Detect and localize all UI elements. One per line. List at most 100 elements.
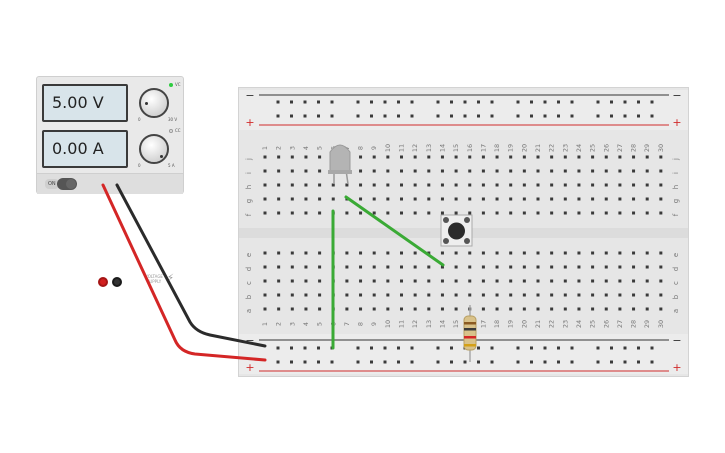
hole xyxy=(481,279,485,283)
hole xyxy=(536,307,540,311)
rail-hole xyxy=(397,360,400,364)
column-number-bottom: 8 xyxy=(357,322,365,326)
hole xyxy=(290,155,294,159)
column-number-bottom: 1 xyxy=(261,322,269,326)
breadboard-holes[interactable]: −−++−−++11223344556677889910101111121213… xyxy=(239,88,690,378)
column-number-top: 21 xyxy=(534,144,542,152)
hole xyxy=(468,211,472,215)
hole xyxy=(659,251,663,255)
hole xyxy=(400,169,403,173)
hole xyxy=(413,211,417,215)
hole xyxy=(509,293,513,297)
hole xyxy=(427,251,431,255)
column-number-top: 7 xyxy=(343,146,351,150)
hole xyxy=(645,279,649,283)
hole xyxy=(563,183,567,187)
voltage-min-label: 0 xyxy=(138,117,141,122)
rail-hole xyxy=(436,360,440,364)
column-number-bottom: 7 xyxy=(343,322,351,326)
hole xyxy=(413,265,417,269)
hole xyxy=(577,155,581,159)
column-number-bottom: 24 xyxy=(575,320,583,328)
on-label: ON xyxy=(45,179,59,189)
hole xyxy=(372,197,376,201)
hole xyxy=(604,293,608,297)
voltage-knob[interactable] xyxy=(139,88,169,118)
rail-hole xyxy=(530,114,533,118)
hole xyxy=(454,279,458,283)
rail-hole xyxy=(516,114,520,118)
hole xyxy=(522,197,526,201)
hole xyxy=(536,155,540,159)
hole xyxy=(263,293,267,297)
hole xyxy=(318,251,322,255)
hole xyxy=(604,183,608,187)
column-number-top: 16 xyxy=(466,144,474,152)
rail-hole xyxy=(370,114,373,118)
hole xyxy=(440,307,444,311)
hole xyxy=(481,307,485,311)
hole xyxy=(427,211,431,215)
column-number-top: 8 xyxy=(357,146,365,150)
hole xyxy=(263,251,267,255)
rail-hole xyxy=(610,346,613,350)
hole xyxy=(359,265,363,269)
hole xyxy=(386,197,390,201)
hole xyxy=(359,169,363,173)
hole xyxy=(468,251,472,255)
hole xyxy=(509,279,513,283)
rail-hole xyxy=(356,360,360,364)
hole xyxy=(359,197,363,201)
power-switch[interactable] xyxy=(57,178,77,190)
row-label: h xyxy=(245,185,253,189)
hole xyxy=(440,155,444,159)
rail-hole xyxy=(516,346,520,350)
rail-hole xyxy=(516,100,520,104)
rail-hole xyxy=(477,114,480,118)
hole xyxy=(550,279,554,283)
hole xyxy=(290,293,294,297)
rail-hole xyxy=(450,114,453,118)
vc-indicator-icon xyxy=(169,83,173,87)
hole xyxy=(659,211,663,215)
current-knob[interactable] xyxy=(139,134,169,164)
hole xyxy=(645,251,649,255)
hole xyxy=(550,155,554,159)
hole xyxy=(277,183,281,187)
hole xyxy=(522,251,526,255)
rail-hole xyxy=(356,100,360,104)
column-number-bottom: 3 xyxy=(288,322,296,326)
hole xyxy=(536,197,540,201)
hole xyxy=(304,251,308,255)
hole xyxy=(427,197,431,201)
positive-terminal[interactable] xyxy=(98,277,108,287)
rail-hole xyxy=(383,346,387,350)
hole xyxy=(522,169,526,173)
hole xyxy=(591,183,595,187)
hole xyxy=(304,183,308,187)
hole xyxy=(604,169,608,173)
row-label: g xyxy=(245,199,253,203)
rail-hole xyxy=(330,100,334,104)
hole xyxy=(618,251,622,255)
column-number-top: 1 xyxy=(261,146,269,150)
lightning-icon: ⚡ xyxy=(167,273,175,284)
rail-hole xyxy=(596,346,600,350)
hole xyxy=(413,293,417,297)
rail-hole xyxy=(637,346,640,350)
hole xyxy=(427,307,431,311)
column-number-top: 29 xyxy=(643,144,651,152)
hole xyxy=(318,155,322,159)
hole xyxy=(359,183,363,187)
hole xyxy=(632,279,636,283)
negative-terminal[interactable] xyxy=(112,277,122,287)
column-number-bottom: 23 xyxy=(561,320,569,328)
rail-minus-label: − xyxy=(672,334,681,347)
hole xyxy=(550,307,554,311)
hole xyxy=(263,265,267,269)
current-display: 0.00 A xyxy=(42,130,128,168)
hole xyxy=(345,211,349,215)
power-supply[interactable]: 5.00 V 0.00 A VC CC 0 30 V 0 5 A ON VOLT… xyxy=(36,76,184,287)
hole xyxy=(304,197,308,201)
